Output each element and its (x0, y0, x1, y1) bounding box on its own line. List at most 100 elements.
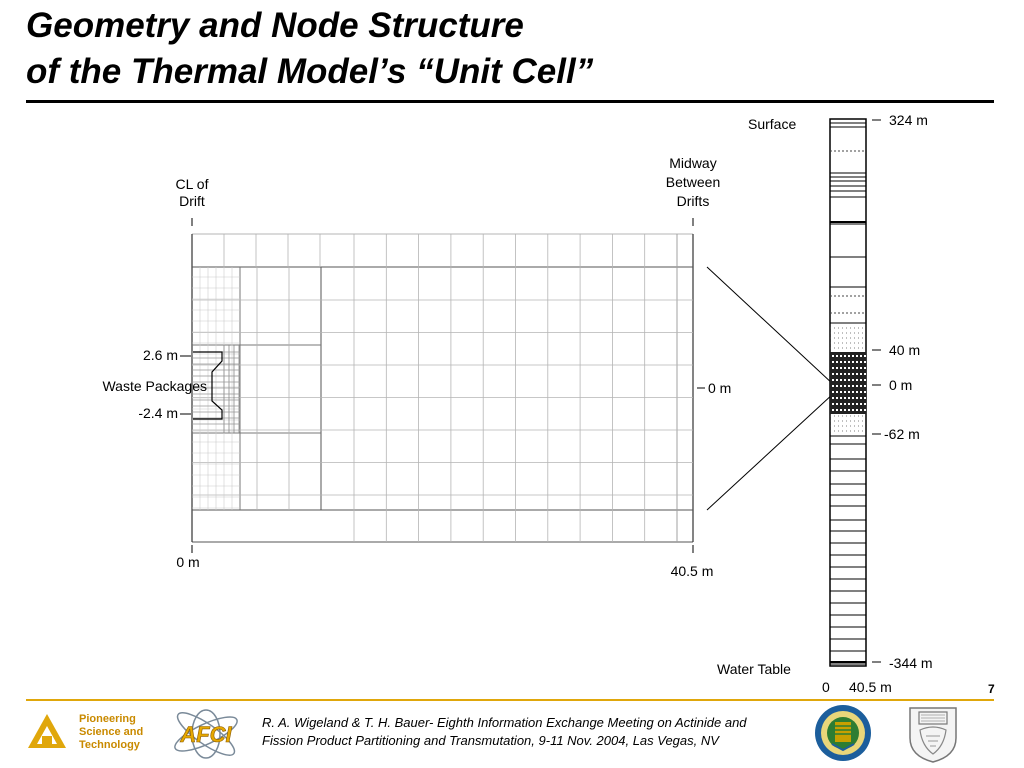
repository-node (840, 361, 842, 363)
cl-label: CL of Drift (162, 176, 222, 210)
repository-node (848, 373, 850, 375)
citation-line2: Fission Product Partitioning and Transmu… (262, 733, 719, 748)
repository-node (836, 367, 838, 369)
repository-node (840, 397, 842, 399)
repository-node (860, 361, 862, 363)
column-label-neg62-m: -62 m (884, 426, 920, 442)
repository-node (840, 385, 842, 387)
repository-node (844, 397, 846, 399)
repository-node (848, 379, 850, 381)
repository-node (844, 367, 846, 369)
cl-label-line2: Drift (179, 193, 205, 209)
repository-node (836, 391, 838, 393)
column-label-40-m: 40 m (889, 342, 921, 358)
logo-pst-line2: Science and (79, 726, 144, 738)
repository-node (852, 385, 854, 387)
citation: R. A. Wigeland & T. H. Bauer- Eighth Inf… (262, 714, 802, 750)
repository-node (852, 361, 854, 363)
repository-node (844, 379, 846, 381)
repository-node (852, 409, 854, 411)
repository-node (848, 355, 850, 357)
repository-node (844, 403, 846, 405)
repository-node (852, 379, 854, 381)
repository-node (832, 397, 834, 399)
repository-node (864, 385, 866, 387)
repository-node (840, 409, 842, 411)
repository-node (852, 403, 854, 405)
repository-node (856, 373, 858, 375)
repository-node (840, 379, 842, 381)
label-40-5-m-bottom: 40.5 m (670, 563, 714, 579)
repository-node (852, 367, 854, 369)
repository-node (852, 391, 854, 393)
repository-node (860, 373, 862, 375)
repository-node (856, 409, 858, 411)
repository-node (860, 379, 862, 381)
midway-label-line3: Drifts (676, 193, 710, 209)
logo-pst-line1: Pioneering (79, 713, 136, 725)
repository-node (856, 361, 858, 363)
repository-node (852, 397, 854, 399)
citation-line1: R. A. Wigeland & T. H. Bauer- Eighth Inf… (262, 715, 747, 730)
repository-node (864, 367, 866, 369)
repository-node (832, 409, 834, 411)
repository-node (836, 397, 838, 399)
repository-node (844, 373, 846, 375)
column-layer-lines (830, 122, 866, 665)
footer-divider (26, 699, 994, 701)
repository-node (836, 355, 838, 357)
logo-pst-line3: Technology (79, 739, 140, 751)
repository-node (844, 391, 846, 393)
repository-node (836, 409, 838, 411)
university-seal-icon (909, 707, 957, 763)
repository-node (864, 361, 866, 363)
repository-node (852, 373, 854, 375)
repository-node (836, 373, 838, 375)
repository-node (844, 385, 846, 387)
repository-node (848, 367, 850, 369)
repository-node (840, 403, 842, 405)
repository-node (860, 385, 862, 387)
repository-node (864, 373, 866, 375)
column-axis-0: 0 (822, 679, 830, 695)
title-divider (26, 100, 994, 103)
repository-node (832, 385, 834, 387)
repository-node (840, 355, 842, 357)
repository-node (836, 403, 838, 405)
repository-node (860, 409, 862, 411)
column-label-0-m: 0 m (889, 377, 913, 393)
pioneering-science-logo-icon (28, 714, 66, 748)
repository-node (860, 391, 862, 393)
column-axis-40-5-m: 40.5 m (849, 679, 892, 695)
repository-node (856, 403, 858, 405)
slide-title-line-2: of the Thermal Model’s “Unit Cell” (26, 52, 594, 91)
repository-node (844, 409, 846, 411)
repository-node (848, 409, 850, 411)
label-2-6-m: 2.6 m (142, 347, 178, 363)
repository-node (856, 379, 858, 381)
repository-node (832, 367, 834, 369)
repository-node (832, 373, 834, 375)
repository-node (860, 367, 862, 369)
repository-node (856, 355, 858, 357)
repository-node (832, 379, 834, 381)
unit-cell-diagram (180, 118, 881, 667)
repository-node (832, 403, 834, 405)
midway-label-line2: Between (665, 174, 721, 190)
zoom-line-bottom (706, 392, 835, 511)
repository-node (852, 355, 854, 357)
repository-node (864, 379, 866, 381)
column-label-surface: Surface (748, 116, 797, 132)
repository-node (840, 367, 842, 369)
pioneering-science-logo-text: Pioneering Science and Technology (79, 713, 169, 752)
column-label-neg344-m: -344 m (889, 655, 933, 671)
thermal-mesh-grid (191, 233, 694, 543)
midway-label: Midway Between Drifts (652, 154, 734, 211)
cl-label-line1: CL of (175, 176, 209, 192)
repository-node (832, 355, 834, 357)
repository-node (864, 355, 866, 357)
repository-node (860, 403, 862, 405)
repository-node (836, 379, 838, 381)
midway-label-line1: Midway (669, 155, 717, 171)
zoom-line-top (706, 266, 835, 386)
